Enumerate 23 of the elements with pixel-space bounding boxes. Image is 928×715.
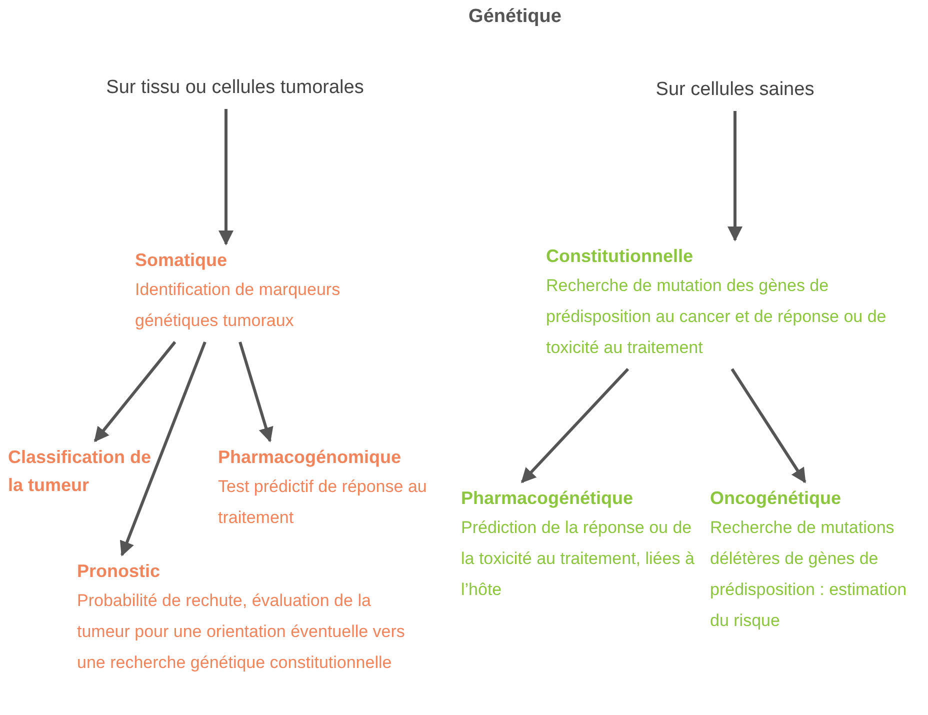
heading-text: Somatique [135, 249, 228, 272]
node-label: Sur tissu ou cellules tumorales [105, 76, 365, 100]
arrow [238, 342, 274, 442]
title: Génétique [468, 6, 562, 28]
heading-text: Classification de la tumeur [8, 446, 152, 497]
heading-text: Pharmacogénétique [461, 487, 634, 510]
description-text: Identification de marqueurs génétiques tumoraux [135, 279, 342, 332]
heading-text: Pronostic [77, 560, 162, 583]
heading-text: Pharmacogénomique [218, 446, 402, 469]
description-text: Prédiction de la réponse ou de la toxicité au traitement, liées à l’hôte [461, 517, 696, 601]
node-label: Sur cellules saines [654, 78, 816, 102]
arrow [728, 111, 742, 242]
arrow [730, 368, 806, 484]
arrow [520, 368, 630, 484]
heading-text: Constitutionnelle [546, 245, 694, 268]
arrow [94, 341, 176, 442]
description-text: Recherche de mutation des gènes de prédisposition au cancer et de réponse ou de toxicité au traitement [546, 275, 888, 359]
description-text: Recherche de mutations délétères de gènes de prédisposition : estimation du risque [710, 517, 908, 632]
arrow [120, 341, 206, 556]
description-text: Probabilité de rechute, évaluation de la tumeur pour une orientation éventuelle vers une recherche génétique constitutionnelle [77, 590, 406, 674]
description-text: Test prédictif de réponse au traitement [218, 476, 428, 529]
arrow [218, 109, 234, 246]
heading-text: Oncogénétique [710, 487, 842, 510]
